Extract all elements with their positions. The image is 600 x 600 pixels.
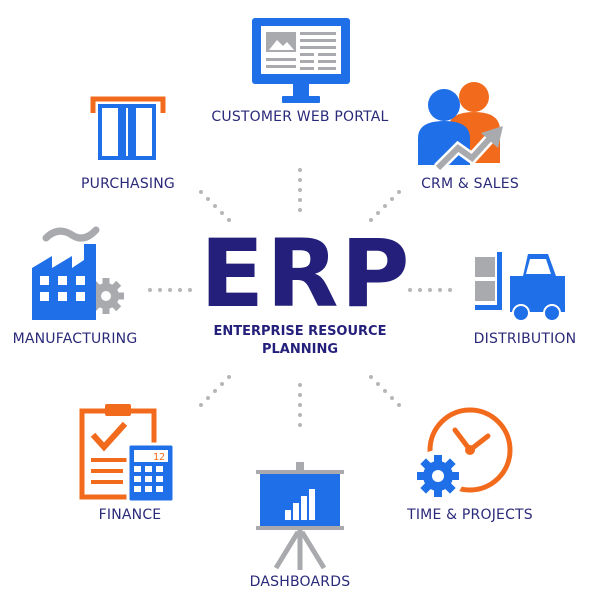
connector-left (148, 288, 192, 292)
connector-top-right (369, 190, 401, 222)
erp-title: ERP (200, 220, 412, 329)
presentation-board-icon (256, 462, 344, 570)
label-crm-sales: CRM & SALES (421, 176, 519, 192)
erp-subtitle: ENTERPRISE RESOURCE PLANNING (180, 323, 420, 359)
connector-top (298, 168, 302, 212)
monitor-icon (252, 18, 350, 103)
label-customer-web-portal: CUSTOMER WEB PORTAL (211, 109, 389, 125)
erp-subtitle-line1: ENTERPRISE RESOURCE (213, 324, 387, 339)
forklift-icon (475, 252, 565, 322)
label-manufacturing: MANUFACTURING (12, 331, 138, 347)
connector-lines (148, 168, 452, 427)
atm-card-icon (90, 96, 166, 160)
erp-subtitle-line2: PLANNING (261, 342, 339, 357)
people-growth-icon (418, 82, 503, 172)
label-time-projects: TIME & PROJECTS (407, 507, 533, 523)
calculator-display: 12 (153, 452, 165, 463)
connector-bottom (298, 383, 302, 427)
connector-top-left (199, 190, 231, 222)
clock-gear-icon (412, 407, 513, 502)
label-distribution: DISTRIBUTION (473, 331, 577, 347)
connector-bottom-right (369, 375, 401, 407)
connector-right (408, 288, 452, 292)
connector-bottom-left (199, 375, 231, 407)
label-dashboards: DASHBOARDS (249, 574, 351, 590)
label-purchasing: PURCHASING (81, 176, 175, 192)
clipboard-calculator-icon: 12 (79, 404, 176, 504)
factory-icon (32, 226, 124, 320)
label-finance: FINANCE (98, 507, 162, 523)
